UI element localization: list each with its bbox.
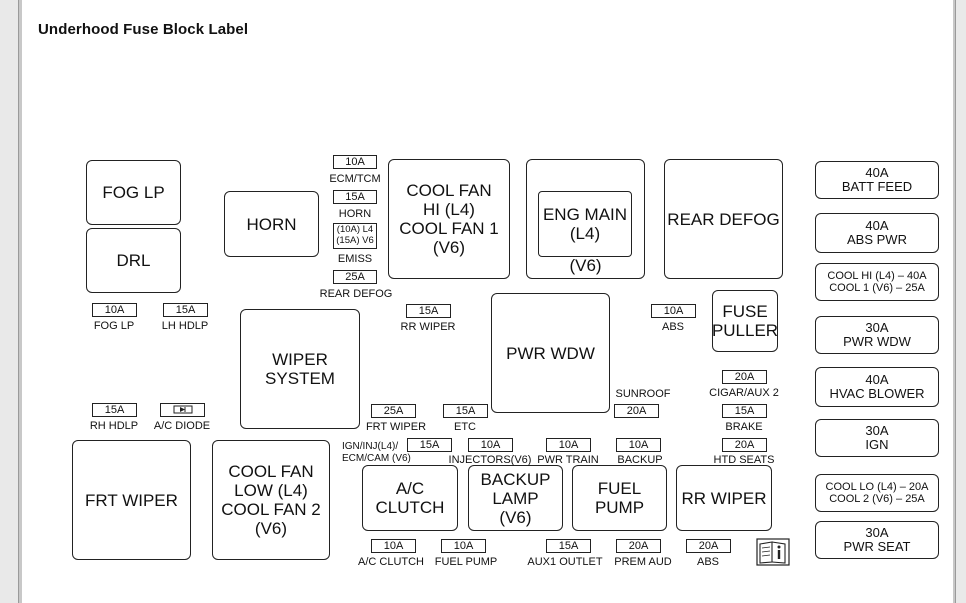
label-aux1-outlet: AUX1 OUTLET [527,556,603,568]
label-rh-hdlp: RH HDLP [89,420,139,432]
label-backup: BACKUP [617,454,663,466]
maxi-hvac-blower: 40A HVAC BLOWER [815,367,939,407]
diode-icon [173,405,192,414]
relay-pwr-wdw: PWR WDW [491,293,610,413]
fuse-abs2: 20A [686,539,731,553]
label-prem-aud: PREM AUD [614,556,672,568]
maxi-cool-lo: COOL LO (L4) – 20A COOL 2 (V6) – 25A [815,474,939,512]
label-fog-lp: FOG LP [93,320,135,332]
fuse-backup: 10A [616,438,661,452]
fuse-lh-hdlp: 15A [163,303,208,317]
fuse-aux1-outlet: 15A [546,539,591,553]
fuse-etc: 15A [443,404,488,418]
label-htd-seats: HTD SEATS [713,454,775,466]
label-ac-clutch: A/C CLUTCH [357,556,425,568]
label-frt-wiper: FRT WIPER [365,421,427,433]
fuse-sunroof: 20A [614,404,659,418]
label-cigar-aux: CIGAR/AUX 2 [709,387,779,399]
label-ac-diode: A/C DIODE [153,420,211,432]
relay-rr-wiper: RR WIPER [676,465,772,531]
label-emiss: EMISS [337,253,373,265]
maxi-abs-pwr: 40A ABS PWR [815,213,939,253]
page-title: Underhood Fuse Block Label [38,21,249,38]
fuse-rear-defog: 25A [333,270,377,284]
relay-backup-lamp: BACKUP LAMP (V6) [468,465,563,531]
fuse-injectors: 10A [468,438,513,452]
relay-rear-defog: REAR DEFOG [664,159,783,279]
relay-fuel-pump: FUEL PUMP [572,465,667,531]
fuse-horn: 15A [333,190,377,204]
label-abs2: ABS [696,556,720,568]
fuse-abs: 10A [651,304,696,318]
relay-wiper-system: WIPER SYSTEM [240,309,360,429]
relay-cool-fan-hi: COOL FAN HI (L4) COOL FAN 1 (V6) [388,159,510,279]
fuse-rr-wiper: 15A [406,304,451,318]
fuse-htd-seats: 20A [722,438,767,452]
fuse-prem-aud: 20A [616,539,661,553]
owner-manual-icon [756,538,790,566]
relay-eng-main: (V6) [526,159,645,279]
label-horn: HORN [338,208,372,220]
label-injectors: INJECTORS(V6) [448,454,532,466]
fuse-fuel-pump: 10A [441,539,486,553]
label-sunroof: SUNROOF [615,388,671,400]
relay-frt-wiper: FRT WIPER [72,440,191,560]
label-rear-defog: REAR DEFOG [319,288,393,300]
maxi-pwr-seat: 30A PWR SEAT [815,521,939,559]
relay-fog-lp: FOG LP [86,160,181,225]
fuse-pwr-train: 10A [546,438,591,452]
fuse-fog-lp: 10A [92,303,137,317]
label-brake: BRAKE [725,421,763,433]
label-ecm-tcm: ECM/TCM [329,173,381,185]
relay-cool-fan-low: COOL FAN LOW (L4) COOL FAN 2 (V6) [212,440,330,560]
label-pwr-train: PWR TRAIN [537,454,599,466]
relay-horn: HORN [224,191,319,257]
label-fuel-pump: FUEL PUMP [434,556,498,568]
fuse-emiss: (10A) L4 (15A) V6 [333,223,377,249]
label-lh-hdlp: LH HDLP [161,320,209,332]
fuse-ecm-tcm: 10A [333,155,377,169]
relay-drl: DRL [86,228,181,293]
fuse-ac-clutch: 10A [371,539,416,553]
maxi-ign: 30A IGN [815,419,939,457]
fuse-cigar-aux: 20A [722,370,767,384]
label-rr-wiper: RR WIPER [400,321,456,333]
sheet-edge-left [19,0,22,603]
label-abs: ABS [661,321,685,333]
maxi-batt-feed: 40A BATT FEED [815,161,939,199]
maxi-pwr-wdw: 30A PWR WDW [815,316,939,354]
relay-ac-clutch: A/C CLUTCH [362,465,458,531]
label-etc: ETC [454,421,476,433]
relay-eng-main-inner: ENG MAIN (L4) [538,191,632,257]
fuse-rh-hdlp: 15A [92,403,137,417]
fuse-ign-inj: 15A [407,438,452,452]
fuse-frt-wiper: 25A [371,404,416,418]
maxi-cool-hi: COOL HI (L4) – 40A COOL 1 (V6) – 25A [815,263,939,301]
fuse-brake: 15A [722,404,767,418]
fuse-ac-diode [160,403,205,417]
sheet-edge-right [953,0,955,603]
fuse-puller: FUSE PULLER [712,290,778,352]
label-ign-inj: IGN/INJ(L4)/ ECM/CAM (V6) [342,441,411,464]
